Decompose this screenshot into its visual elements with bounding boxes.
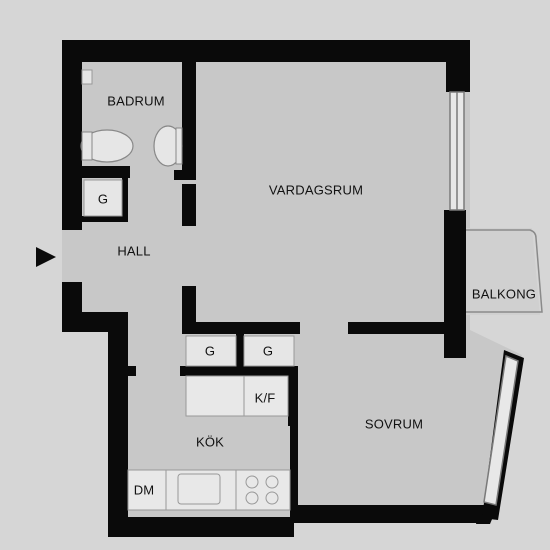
balcony-rail — [466, 229, 543, 313]
wall-bath-right — [182, 62, 196, 172]
bathroom-fixtures — [80, 69, 183, 167]
wall-closet-right — [122, 176, 128, 222]
wall-closet-divider — [236, 334, 244, 366]
stove-burner-1 — [245, 475, 259, 489]
wall-bottom-bedroom — [290, 505, 480, 523]
wall-bottom-kitchen — [108, 517, 294, 537]
wall-top — [62, 40, 470, 62]
toilet-tank — [175, 127, 183, 165]
wall-bath-bottom-right — [174, 170, 196, 180]
room-label-kok: KÖK — [195, 434, 225, 450]
wall-right-mid — [444, 210, 466, 358]
sink-tap — [81, 131, 93, 161]
kitchen-counters — [127, 375, 291, 511]
counter-kf — [185, 375, 289, 417]
room-label-sovrum: SOVRUM — [364, 416, 424, 432]
room-label-dm: DM — [133, 482, 155, 498]
room-label-kf: K/F — [254, 390, 276, 406]
bathtub-sink — [80, 129, 134, 163]
room-label-balkong: BALKONG — [471, 286, 537, 302]
wall-hall-kitchen — [182, 286, 196, 332]
closet-label-kitchen-2: G — [262, 343, 274, 359]
wall-bath-right-lower — [182, 184, 196, 226]
wall-left-kitchen — [108, 312, 128, 537]
window-bedroom — [483, 354, 519, 506]
balcony-floor — [462, 228, 540, 315]
floor-area — [62, 40, 540, 535]
wall-bath-bottom-left — [82, 166, 130, 178]
arrow-right-icon — [36, 247, 56, 267]
balcony-outline — [466, 229, 543, 313]
wall-living-kitchen — [182, 322, 300, 334]
walls — [62, 40, 524, 537]
closet-label-kitchen-1: G — [204, 343, 216, 359]
wall-closet-bottom — [82, 216, 128, 222]
wall-living-bedroom — [348, 322, 448, 334]
wall-left-upper — [62, 40, 82, 230]
bath-cabinet — [81, 69, 93, 85]
closet-hall — [83, 179, 123, 217]
wall-kitchen-bedroom — [290, 426, 298, 521]
closet-kitchen-1 — [185, 335, 237, 367]
windows — [449, 91, 519, 506]
room-label-vardagsrum: VARDAGSRUM — [268, 182, 364, 198]
wall-kitchen-stub — [128, 366, 136, 376]
room-label-hall: HALL — [117, 243, 151, 259]
closet-kitchen-2 — [243, 335, 295, 367]
wall-kf-right — [288, 366, 298, 426]
kitchen-sink — [177, 473, 221, 505]
closet-label-hall: G — [97, 191, 109, 207]
closet-boxes — [83, 179, 295, 367]
wall-closet-bottom-kitchen — [180, 366, 298, 376]
stove-burner-4 — [265, 491, 279, 505]
room-label-badrum: BADRUM — [107, 93, 165, 109]
wall-right-top — [446, 40, 470, 92]
stove-burner-3 — [245, 491, 259, 505]
stove-burner-2 — [265, 475, 279, 489]
